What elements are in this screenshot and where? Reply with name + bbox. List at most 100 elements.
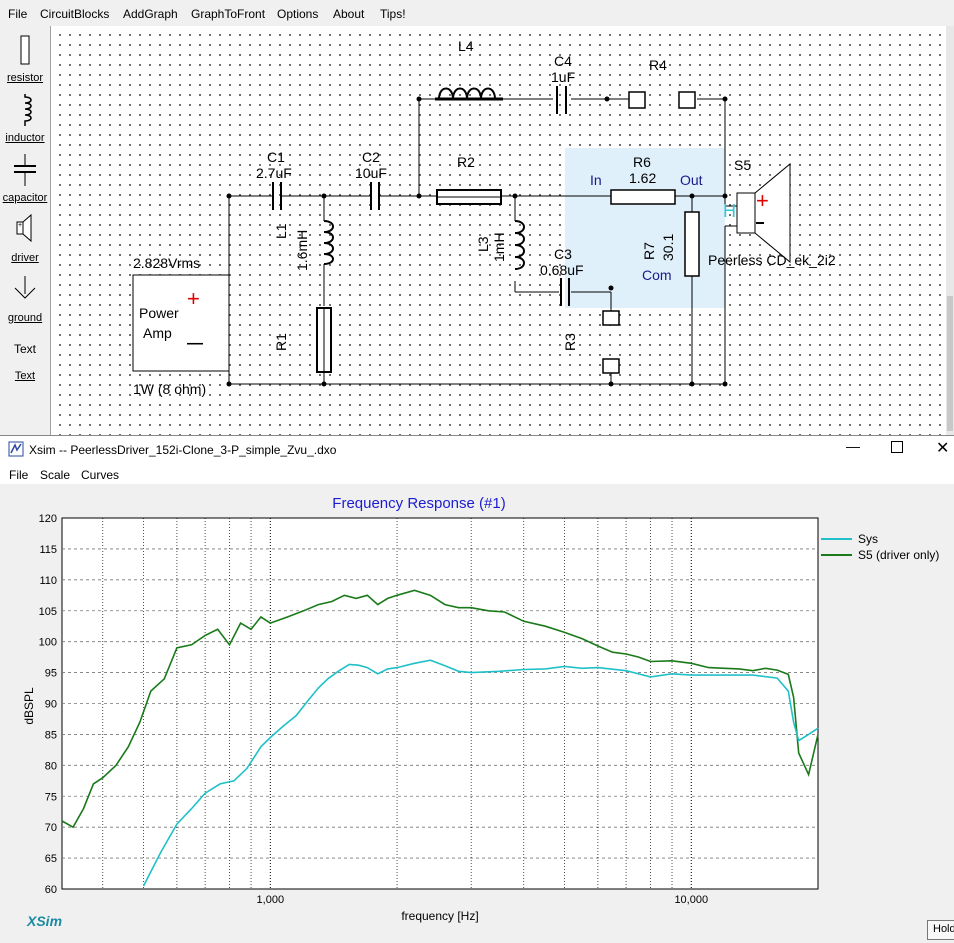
x-tick-label: 10,000 — [674, 894, 708, 906]
tool-driver-label: driver — [11, 252, 39, 264]
r7-value: 30.1 — [660, 233, 676, 261]
menu-graphtofront[interactable]: GraphToFront — [191, 7, 266, 21]
x-axis-ticks: 1,000 10,000 — [257, 894, 709, 906]
menu-file[interactable]: File — [8, 7, 28, 21]
amp-power-label: 1W (8 ohm) — [133, 381, 207, 397]
r7-name: R7 — [641, 242, 657, 260]
resistor-icon — [20, 35, 30, 65]
tool-driver[interactable]: + driver — [0, 212, 50, 268]
amp-label-amp: Amp — [143, 325, 172, 341]
text-icon: Text — [13, 342, 36, 356]
y-tick-label: 65 — [45, 853, 57, 865]
amp-label-power: Power — [139, 305, 179, 321]
power-amp-block — [132, 274, 230, 372]
curve-sys — [142, 659, 819, 887]
resistor-r3 — [602, 310, 620, 326]
y-tick-label: 105 — [39, 606, 57, 618]
driver-model-name: Peerless CD_ek_2i2 — [708, 252, 836, 268]
c1-value: 2.7uF — [256, 165, 292, 181]
driver-plus-terminal: + — [756, 188, 769, 213]
tool-resistor[interactable]: resistor — [0, 32, 50, 88]
component-toolbox: resistor inductor capacitor + driver gro… — [0, 26, 51, 435]
menu-tips[interactable]: Tips! — [380, 7, 406, 21]
tool-inductor[interactable]: inductor — [0, 92, 50, 148]
capacitor-icon — [14, 154, 36, 186]
r6-name: R6 — [633, 154, 651, 170]
tool-ground[interactable]: ground — [0, 272, 50, 328]
speaker-icon: + — [16, 213, 32, 243]
pad-com-label: Com — [642, 267, 672, 283]
legend-label: S5 (driver only) — [858, 548, 939, 562]
xsim-window: Xsim -- PeerlessDriver_152i-Clone_3-P_si… — [0, 435, 954, 943]
r4-name: R4 — [649, 57, 667, 73]
x-tick-label: 1,000 — [257, 894, 285, 906]
inductor-icon — [24, 94, 32, 126]
frequency-response-chart: Frequency Response (#1) 120 115 110 105 100 9… — [22, 495, 939, 929]
xsim-menubar: File Scale Curves — [0, 462, 954, 484]
speaker-s5-magnet — [736, 192, 756, 234]
s5-name: S5 — [734, 157, 752, 173]
minimize-button[interactable]: — — [846, 438, 860, 454]
c1-name: C1 — [267, 149, 285, 165]
main-menubar: File CircuitBlocks AddGraph GraphToFront… — [0, 0, 954, 26]
chart-grid — [62, 518, 818, 889]
maximize-button[interactable] — [891, 441, 903, 453]
y-tick-label: 110 — [39, 575, 57, 587]
l1-name: L1 — [273, 223, 289, 239]
c2-value: 10uF — [355, 165, 387, 181]
chart-curves — [61, 589, 819, 887]
hold-button-label: Hold — [933, 923, 954, 935]
y-tick-label: 80 — [45, 760, 57, 772]
r1-name: R1 — [273, 333, 289, 351]
tool-text[interactable]: Text Text — [0, 340, 50, 390]
inductor-l3 — [514, 220, 525, 270]
hold-button[interactable]: Hold — [927, 920, 954, 940]
tool-text-label: Text — [14, 370, 36, 382]
c3-value: 0.68uF — [540, 262, 584, 278]
menu-circuitblocks[interactable]: CircuitBlocks — [40, 7, 110, 21]
inductor-l1 — [323, 220, 334, 265]
amp-plus-terminal: + — [187, 286, 200, 311]
xsim-menu-scale[interactable]: Scale — [40, 468, 71, 482]
speaker-s5-cone — [754, 162, 791, 264]
resistor-r6 — [610, 189, 676, 205]
y-tick-label: 115 — [39, 544, 57, 556]
y-tick-label: 90 — [45, 699, 57, 711]
r6-value: 1.62 — [629, 170, 657, 186]
schematic-canvas[interactable]: 2.828Vrms Power Amp + — 1W (8 ohm) C1 2.… — [51, 26, 946, 435]
tool-capacitor[interactable]: capacitor — [0, 152, 50, 208]
close-button[interactable]: ✕ — [936, 440, 950, 457]
xsim-app-icon — [8, 441, 24, 457]
curve-s5 — [61, 589, 819, 829]
tool-capacitor-label: capacitor — [2, 192, 48, 204]
chart-title: Frequency Response (#1) — [332, 495, 505, 512]
scrollbar-thumb[interactable] — [947, 296, 953, 431]
r3-name: R3 — [562, 333, 578, 351]
c3-name: C3 — [554, 246, 572, 262]
y-tick-label: 120 — [39, 513, 57, 525]
xsim-menu-curves[interactable]: Curves — [81, 468, 120, 482]
capacitor-c2 — [370, 182, 380, 210]
l3-name: L3 — [475, 236, 491, 252]
resistor-r7 — [684, 211, 700, 277]
y-axis-label: dBSPL — [22, 687, 36, 725]
x-axis-label: frequency [Hz] — [401, 909, 478, 923]
menu-addgraph[interactable]: AddGraph — [123, 7, 178, 21]
y-tick-label: 85 — [45, 729, 57, 741]
resistor-r4 — [628, 91, 646, 109]
pad-in-label: In — [590, 172, 602, 188]
xsim-titlebar: Xsim -- PeerlessDriver_152i-Clone_3-P_si… — [0, 436, 954, 462]
menu-about[interactable]: About — [333, 7, 365, 21]
tool-ground-label: ground — [7, 312, 43, 324]
capacitor-c4 — [556, 86, 567, 114]
inductor-l4 — [438, 87, 496, 100]
svg-text:+: + — [18, 222, 22, 229]
canvas-vertical-scrollbar[interactable] — [946, 26, 954, 435]
xsim-menu-file[interactable]: File — [9, 468, 29, 482]
menu-options[interactable]: Options — [277, 7, 319, 21]
y-tick-label: 100 — [39, 637, 57, 649]
y-tick-label: 60 — [45, 884, 57, 896]
c4-name: C4 — [554, 53, 572, 69]
l4-name: L4 — [458, 38, 474, 54]
